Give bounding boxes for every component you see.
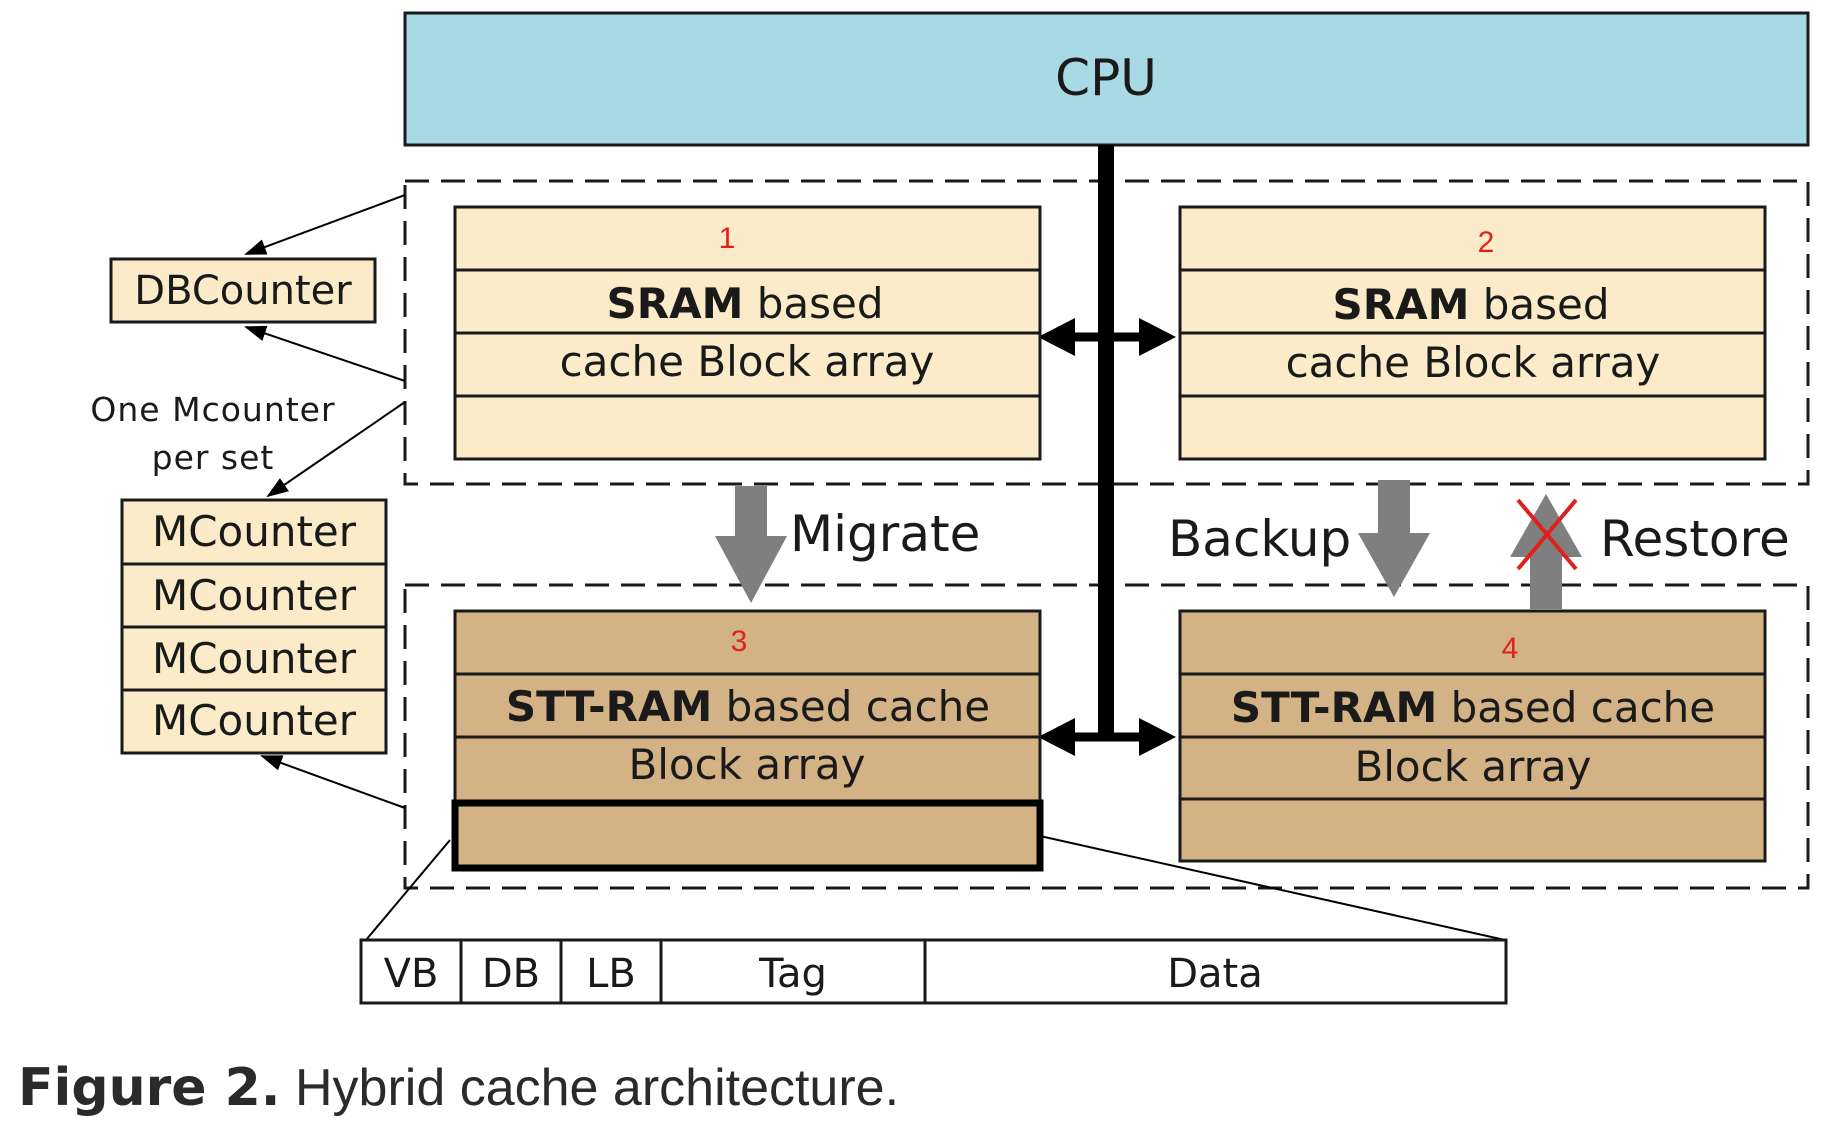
stt-bank-4: 4 STT-RAM based cache Block array xyxy=(1178,609,1767,863)
stt-bank-3: 3 STT-RAM based cache Block array xyxy=(451,609,1044,872)
dbcounter-pointer-top xyxy=(244,194,406,255)
highlighted-cache-block xyxy=(451,799,1044,872)
field-tag: Tag xyxy=(758,951,827,997)
bank-subtitle: Block array xyxy=(1354,742,1591,791)
dbcounter-label: DBCounter xyxy=(134,268,352,314)
block-zoom-line-right xyxy=(1039,835,1506,941)
mcounter-pointer-top xyxy=(266,401,406,498)
bank-number: 3 xyxy=(731,625,748,658)
sram-bus-arrow xyxy=(1038,318,1176,356)
bank-subtitle: Block array xyxy=(628,740,865,789)
migrate-arrow xyxy=(715,486,787,603)
block-zoom-line-left xyxy=(365,839,451,941)
bank-number: 4 xyxy=(1502,632,1519,665)
dbcounter-pointer-bottom xyxy=(244,325,406,382)
mcounter-row xyxy=(120,562,388,629)
mcounter-stack: MCounter MCounter MCounter MCounter xyxy=(120,498,388,755)
mcounter-label: MCounter xyxy=(152,696,357,745)
bank-title: SRAM based xyxy=(1332,280,1609,329)
mcounter-note-line2: per set xyxy=(152,438,275,477)
cpu-label: CPU xyxy=(1055,49,1157,107)
mcounter-row xyxy=(120,688,388,755)
mcounter-label: MCounter xyxy=(152,571,357,620)
field-db: DB xyxy=(482,951,540,997)
bank-number: 1 xyxy=(719,222,736,255)
restore-label: Restore xyxy=(1600,510,1790,568)
sram-bank-1: 1 SRAM based cache Block array xyxy=(453,205,1042,461)
figure-caption: Figure 2. Hybrid cache architecture. xyxy=(18,1058,899,1118)
field-vb: VB xyxy=(384,951,439,997)
cpu-box xyxy=(403,11,1810,147)
migrate-label: Migrate xyxy=(790,505,980,563)
bank-title: STT-RAM based cache xyxy=(1231,683,1715,732)
stt-bus-arrow xyxy=(1038,718,1176,756)
restore-arrow xyxy=(1510,494,1582,609)
mcounter-label: MCounter xyxy=(152,634,357,683)
sram-bank-2: 2 SRAM based cache Block array xyxy=(1178,205,1767,461)
block-field-layout: VB DB LB Tag Data xyxy=(359,938,1508,1005)
bank-title: STT-RAM based cache xyxy=(506,682,990,731)
dbcounter-box xyxy=(109,257,377,324)
bank-subtitle: cache Block array xyxy=(560,337,935,386)
field-lb: LB xyxy=(586,951,636,997)
field-data: Data xyxy=(1167,951,1263,997)
mcounter-pointer-bottom xyxy=(260,755,406,809)
bank-number: 2 xyxy=(1478,226,1495,259)
bank-subtitle: cache Block array xyxy=(1286,338,1661,387)
mcounter-row xyxy=(120,625,388,692)
backup-label: Backup xyxy=(1168,510,1351,568)
mcounter-note-line1: One Mcounter xyxy=(90,390,335,429)
mcounter-label: MCounter xyxy=(152,507,357,556)
bank-title: SRAM based xyxy=(606,279,883,328)
backup-arrow xyxy=(1358,480,1430,597)
restore-blocked-cross-icon xyxy=(1516,498,1578,571)
